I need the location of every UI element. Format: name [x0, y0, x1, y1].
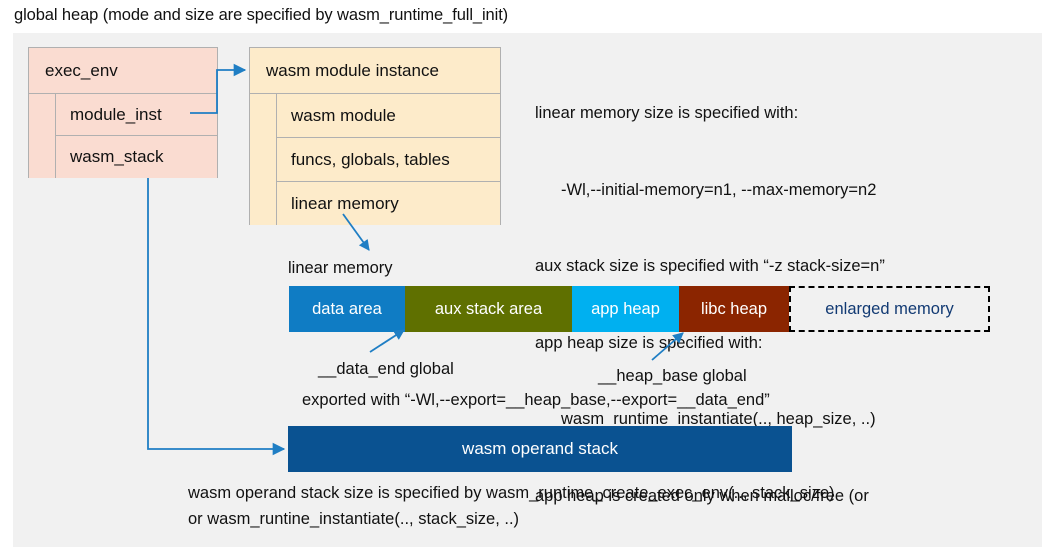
annotation-data-end: __data_end global	[318, 360, 454, 378]
note-line-2: -Wl,--initial-memory=n1, --max-memory=n2	[561, 180, 877, 199]
note-line-3: aux stack size is specified with “-z sta…	[535, 257, 885, 275]
exec-env-field-wasm-stack: wasm_stack	[56, 136, 217, 178]
note-line-6: app heap is created only when malloc/fre…	[535, 486, 869, 505]
note-line-1: linear memory size is specified with:	[535, 104, 799, 122]
wasm-module-instance-box: wasm module instance wasm module funcs, …	[249, 47, 501, 225]
exec-env-field-module-inst: module_inst	[56, 94, 217, 136]
annotation-heap-base: __heap_base global	[598, 367, 747, 385]
exec-env-title: exec_env	[29, 48, 217, 94]
linear-memory-label: linear memory	[288, 259, 393, 277]
module-field-funcs-globals-tables: funcs, globals, tables	[277, 138, 500, 182]
mem-segment-data-area: data area	[289, 286, 405, 332]
note-line-4: app heap size is specified with:	[535, 333, 763, 352]
mem-segment-aux-stack-area: aux stack area	[405, 286, 572, 332]
note-line-5: wasm_runtime_instantiate(.., heap_size, …	[561, 410, 876, 428]
mem-segment-libc-heap: libc heap	[679, 286, 789, 332]
annotation-exported-with: exported with “-Wl,--export=__heap_base,…	[302, 391, 770, 409]
wasm-operand-stack-bar: wasm operand stack	[288, 426, 792, 472]
diagram-caption: global heap (mode and size are specified…	[14, 6, 509, 24]
module-instance-title: wasm module instance	[250, 48, 500, 94]
mem-segment-app-heap: app heap	[572, 286, 679, 332]
exec-env-box: exec_env module_inst wasm_stack	[28, 47, 218, 178]
module-field-linear-memory: linear memory	[277, 182, 500, 225]
module-instance-gutter	[250, 94, 277, 225]
mem-segment-enlarged-memory: enlarged memory	[789, 286, 990, 332]
linear-memory-strip: data area aux stack area app heap libc h…	[289, 286, 990, 332]
memory-config-notes: linear memory size is specified with: -W…	[535, 50, 885, 547]
module-field-wasm-module: wasm module	[277, 94, 500, 138]
operand-stack-note-2: or wasm_runtine_instantiate(.., stack_si…	[188, 510, 520, 528]
operand-stack-note-1: wasm operand stack size is specified by …	[188, 484, 835, 502]
exec-env-gutter	[29, 94, 56, 178]
